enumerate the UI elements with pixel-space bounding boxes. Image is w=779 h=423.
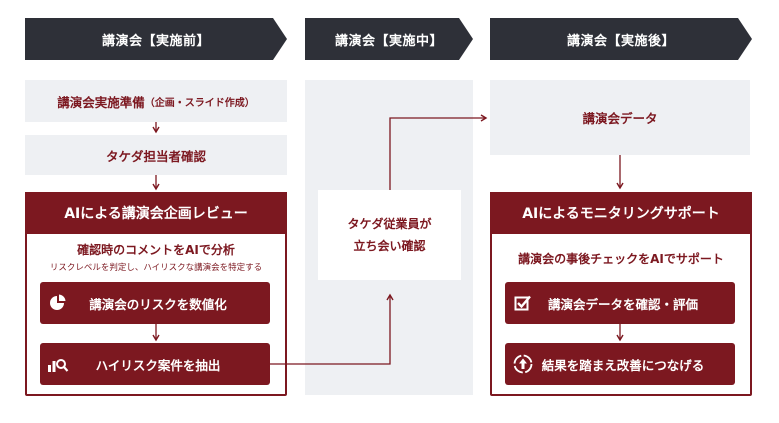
note-text: リスクレベルを判定し、ハイリスクな講演会を特定する xyxy=(49,263,263,273)
before-ai-note: リスクレベルを判定し、ハイリスクな講演会を特定する xyxy=(27,261,285,273)
prep-label: 講演会実施準備 xyxy=(57,94,145,110)
extract-high-risk-label: ハイリスク案件を抽出 xyxy=(95,357,221,373)
after-ai-box-title: AIによるモニタリングサポート xyxy=(490,192,752,234)
data-label: 講演会データ xyxy=(582,111,658,126)
subtitle-text: 講演会の事後チェックをAIでサポート xyxy=(518,252,724,266)
phase-label: 講演会【実施後】 xyxy=(566,33,675,49)
pie-chart-icon xyxy=(40,294,76,312)
phase-label: 講演会【実施中】 xyxy=(334,33,443,49)
phase-header-during: 講演会【実施中】 xyxy=(305,18,473,60)
extract-high-risk-button[interactable]: ハイリスク案件を抽出 xyxy=(40,343,270,385)
observation-line2: 立ち会い確認 xyxy=(353,239,426,253)
phase-header-before: 講演会【実施前】 xyxy=(25,18,287,60)
before-step-review: タケダ担当者確認 xyxy=(25,135,287,175)
after-step-data: 講演会データ xyxy=(490,80,750,155)
during-observation-box: タケダ従業員が 立ち会い確認 xyxy=(318,190,461,280)
observation-line1: タケダ従業員が xyxy=(347,217,432,231)
arrow-observation-to-data xyxy=(389,114,488,190)
quantify-risk-label: 講演会のリスクを数値化 xyxy=(89,296,227,312)
review-data-label: 講演会データを確認・評価 xyxy=(547,296,698,312)
before-ai-subtitle: 確認時のコメントをAIで分析 xyxy=(27,241,285,258)
improve-label: 結果を踏まえ改善につなげる xyxy=(541,357,705,373)
phase-header-after: 講演会【実施後】 xyxy=(490,18,752,60)
before-step-prep: 講演会実施準備（企画・スライド作成） xyxy=(25,80,287,122)
after-ai-subtitle: 講演会の事後チェックをAIでサポート xyxy=(492,250,750,267)
before-ai-box-title: AIによる講演会企画レビュー xyxy=(25,192,287,234)
title-text: AIによる講演会企画レビュー xyxy=(64,206,248,222)
review-label: タケダ担当者確認 xyxy=(105,148,206,164)
title-text: AIによるモニタリングサポート xyxy=(522,206,720,222)
checkbox-icon xyxy=(505,294,541,312)
arrow-extract-to-observation xyxy=(270,293,394,365)
prep-sub-label: （企画・スライド作成） xyxy=(144,97,255,109)
improve-button[interactable]: 結果を踏まえ改善につなげる xyxy=(505,343,735,385)
quantify-risk-button[interactable]: 講演会のリスクを数値化 xyxy=(40,282,270,324)
bar-magnifier-icon xyxy=(40,355,76,373)
phase-label: 講演会【実施前】 xyxy=(101,33,210,49)
subtitle-text: 確認時のコメントをAIで分析 xyxy=(77,243,235,257)
circle-up-arrow-icon xyxy=(505,354,541,374)
review-data-button[interactable]: 講演会データを確認・評価 xyxy=(505,282,735,324)
